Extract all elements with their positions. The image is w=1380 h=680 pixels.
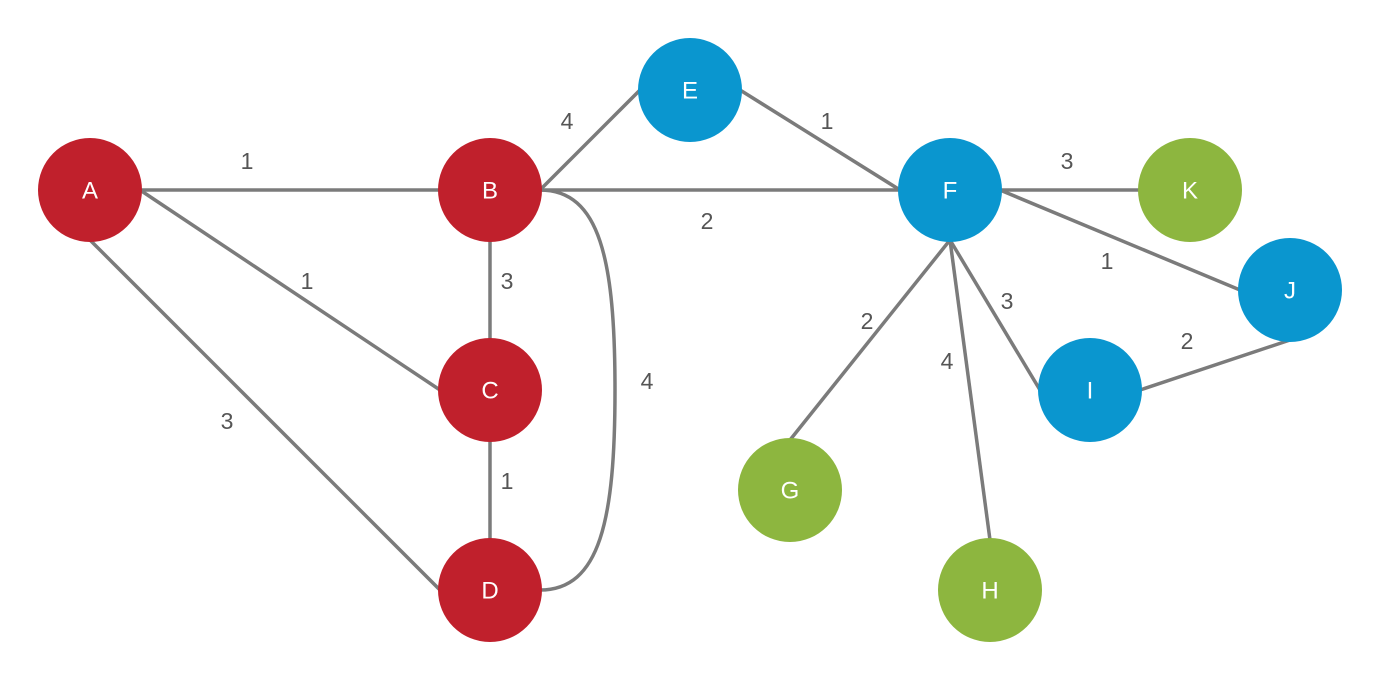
edge-weight-b-e: 4: [561, 108, 574, 134]
node-label-g: G: [781, 478, 800, 505]
edge-b-e: [538, 88, 642, 192]
edge-weight-a-b: 1: [241, 148, 254, 174]
edge-weight-b-d: 4: [641, 368, 654, 394]
node-label-c: C: [481, 378, 498, 405]
node-j: J: [1238, 238, 1342, 342]
node-label-b: B: [482, 178, 498, 205]
node-circle-a: [38, 138, 142, 242]
edge-weight-f-j: 1: [1101, 248, 1114, 274]
node-d: D: [438, 538, 542, 642]
edge-a-d: [88, 238, 442, 592]
node-circle-k: [1138, 138, 1242, 242]
edge-a-c: [139, 188, 441, 392]
node-b: B: [438, 138, 542, 242]
edge-weight-e-f: 1: [821, 108, 834, 134]
edge-f-g: [788, 238, 952, 442]
node-circle-g: [738, 438, 842, 542]
edge-b-d: [539, 188, 617, 592]
node-label-e: E: [682, 78, 698, 105]
node-g: G: [738, 438, 842, 542]
node-circle-b: [438, 138, 542, 242]
node-circle-f: [898, 138, 1002, 242]
edge-f-i: [948, 239, 1042, 391]
node-circle-c: [438, 338, 542, 442]
node-label-h: H: [981, 578, 998, 605]
node-i: I: [1038, 338, 1142, 442]
edge-e-f: [739, 88, 901, 192]
edge-weight-a-c: 1: [301, 268, 314, 294]
node-a: A: [38, 138, 142, 242]
node-circle-d: [438, 538, 542, 642]
node-e: E: [638, 38, 742, 142]
edge-weight-b-f: 2: [701, 208, 714, 234]
edge-weight-c-d: 1: [501, 468, 514, 494]
edges-layer: [88, 88, 1291, 592]
node-circle-j: [1238, 238, 1342, 342]
edge-weight-f-g: 2: [861, 308, 874, 334]
edge-weight-f-k: 3: [1061, 148, 1074, 174]
edge-weight-b-c: 3: [501, 268, 514, 294]
node-k: K: [1138, 138, 1242, 242]
node-c: C: [438, 338, 542, 442]
edge-i-j: [1139, 338, 1291, 392]
node-label-f: F: [943, 178, 958, 205]
edge-weight-a-d: 3: [221, 408, 234, 434]
node-h: H: [938, 538, 1042, 642]
edge-f-j: [999, 188, 1241, 292]
node-label-d: D: [481, 578, 498, 605]
edge-f-h: [948, 239, 992, 541]
node-circle-e: [638, 38, 742, 142]
node-label-k: K: [1182, 178, 1198, 205]
edge-weight-f-h: 4: [941, 348, 954, 374]
weights-layer: 1 1 3 3 1 4 4 2 1 3 1 2 4 3 2: [221, 108, 1194, 494]
nodes-layer: A B C D E F G H I J K: [38, 38, 1342, 642]
node-label-a: A: [82, 178, 98, 205]
node-label-i: I: [1087, 378, 1094, 405]
node-circle-i: [1038, 338, 1142, 442]
edge-weight-i-j: 2: [1181, 328, 1194, 354]
node-f: F: [898, 138, 1002, 242]
node-circle-h: [938, 538, 1042, 642]
edge-weight-f-i: 3: [1001, 288, 1014, 314]
node-label-j: J: [1284, 278, 1296, 305]
